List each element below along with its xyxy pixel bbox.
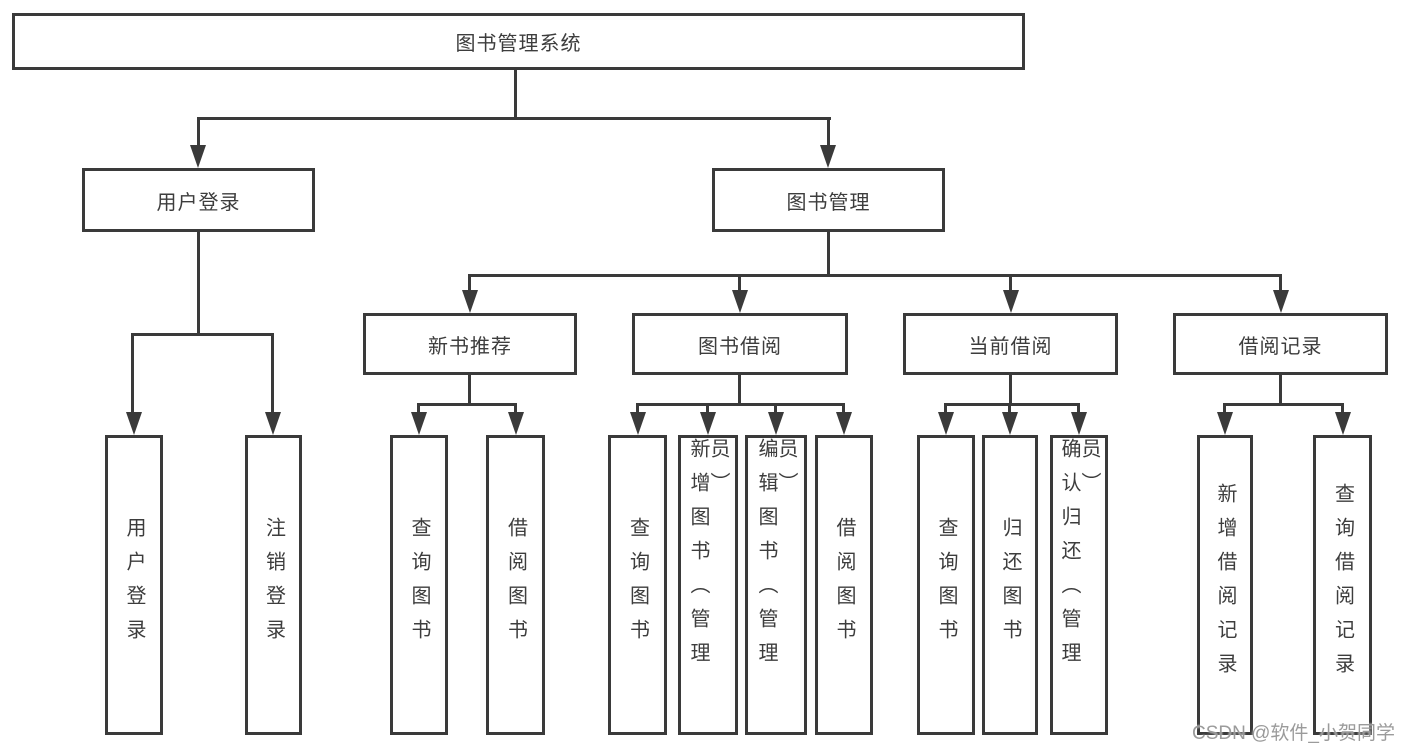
- leaf-cb-confirm-return-admin: 确认归还（管理员）: [1050, 435, 1108, 735]
- leaf-logout: 注销登录: [245, 435, 302, 735]
- leaf-br-add-record-label: 新增借阅记录: [1214, 483, 1236, 687]
- leaf-br-query-record-label: 查询借阅记录: [1331, 483, 1354, 687]
- connector-line: [197, 117, 831, 120]
- leaf-nbr-query-books-label: 查询图书: [408, 517, 430, 653]
- arrowhead-icon: [462, 290, 478, 313]
- connector-line: [1279, 274, 1282, 294]
- arrowhead-icon: [1002, 412, 1018, 435]
- leaf-cb-return-books: 归还图书: [982, 435, 1038, 735]
- connector-line: [197, 232, 200, 335]
- connector-line: [706, 403, 709, 417]
- arrowhead-icon: [732, 290, 748, 313]
- leaf-user-login: 用户登录: [105, 435, 163, 735]
- connector-line: [944, 403, 947, 417]
- node-borrow-records-label: 借阅记录: [1238, 335, 1323, 358]
- connector-line: [636, 403, 844, 406]
- arrowhead-icon: [820, 145, 836, 168]
- connector-line: [1077, 403, 1080, 417]
- leaf-bb-borrow-books: 借阅图书: [815, 435, 873, 735]
- connector-line: [827, 117, 830, 149]
- connector-line: [1008, 403, 1011, 417]
- connector-line: [738, 375, 741, 405]
- connector-line: [738, 274, 741, 294]
- arrowhead-icon: [1071, 412, 1087, 435]
- connector-line: [774, 403, 777, 417]
- leaf-cb-query-books-label: 查询图书: [935, 517, 957, 653]
- leaf-nbr-borrow-books-label: 借阅图书: [504, 517, 527, 653]
- leaf-bb-query-books-label: 查询图书: [626, 517, 649, 653]
- csdn-watermark: CSDN @软件_小贺同学: [1192, 723, 1395, 744]
- arrowhead-icon: [411, 412, 427, 435]
- arrowhead-icon: [190, 145, 206, 168]
- leaf-br-add-record: 新增借阅记录: [1197, 435, 1253, 735]
- connector-line: [470, 274, 1282, 277]
- leaf-br-query-record: 查询借阅记录: [1313, 435, 1372, 735]
- node-user-login-branch: 用户登录: [82, 168, 315, 232]
- connector-line: [944, 403, 1079, 406]
- arrowhead-icon: [1003, 290, 1019, 313]
- connector-line: [468, 274, 471, 294]
- node-current-borrow: 当前借阅: [903, 313, 1118, 375]
- arrowhead-icon: [938, 412, 954, 435]
- leaf-nbr-borrow-books: 借阅图书: [486, 435, 545, 735]
- node-root-label: 图书管理系统: [455, 33, 582, 55]
- node-root: 图书管理系统: [12, 13, 1025, 70]
- node-borrow-records: 借阅记录: [1173, 313, 1388, 375]
- connector-line: [514, 403, 517, 417]
- leaf-bb-borrow-books-label: 借阅图书: [833, 517, 855, 653]
- connector-line: [1223, 403, 1343, 406]
- leaf-cb-query-books: 查询图书: [917, 435, 975, 735]
- arrowhead-icon: [126, 412, 142, 435]
- connector-line: [636, 403, 639, 417]
- node-book-borrow-label: 图书借阅: [698, 335, 782, 358]
- leaf-user-login-label: 用户登录: [123, 517, 145, 653]
- leaf-nbr-query-books: 查询图书: [390, 435, 448, 735]
- connector-line: [271, 333, 274, 415]
- node-new-book-recommend-label: 新书推荐: [428, 335, 512, 358]
- connector-line: [827, 232, 830, 277]
- arrowhead-icon: [508, 412, 524, 435]
- leaf-cb-return-books-label: 归还图书: [999, 517, 1021, 653]
- connector-line: [468, 375, 471, 405]
- leaf-bb-edit-books-admin-label: 编辑图书（管理员）: [755, 438, 797, 676]
- arrowhead-icon: [265, 412, 281, 435]
- connector-line: [1279, 375, 1282, 405]
- node-book-management-branch-label: 图书管理: [786, 191, 871, 214]
- node-current-borrow-label: 当前借阅: [968, 335, 1053, 358]
- connector-line: [131, 333, 274, 336]
- arrowhead-icon: [768, 412, 784, 435]
- connector-line: [514, 68, 517, 120]
- node-new-book-recommend: 新书推荐: [363, 313, 577, 375]
- connector-line: [417, 403, 420, 417]
- connector-line: [417, 403, 516, 406]
- node-book-management-branch: 图书管理: [712, 168, 945, 232]
- leaf-bb-query-books: 查询图书: [608, 435, 667, 735]
- leaf-bb-edit-books-admin: 编辑图书（管理员）: [745, 435, 807, 735]
- connector-line: [1341, 403, 1344, 417]
- connector-line: [842, 403, 845, 417]
- leaf-bb-add-books-admin: 新增图书（管理员）: [678, 435, 738, 735]
- leaf-bb-add-books-admin-label: 新增图书（管理员）: [687, 438, 729, 676]
- leaf-cb-confirm-return-admin-label: 确认归还（管理员）: [1058, 438, 1100, 676]
- arrowhead-icon: [630, 412, 646, 435]
- arrowhead-icon: [836, 412, 852, 435]
- connector-line: [1009, 375, 1012, 405]
- connector-line: [131, 333, 134, 415]
- arrowhead-icon: [1273, 290, 1289, 313]
- arrowhead-icon: [1335, 412, 1351, 435]
- leaf-logout-label: 注销登录: [262, 517, 285, 653]
- node-book-borrow: 图书借阅: [632, 313, 848, 375]
- connector-line: [197, 117, 200, 149]
- arrowhead-icon: [700, 412, 716, 435]
- node-user-login-branch-label: 用户登录: [156, 191, 241, 214]
- connector-line: [1223, 403, 1226, 417]
- connector-line: [1009, 274, 1012, 294]
- arrowhead-icon: [1217, 412, 1233, 435]
